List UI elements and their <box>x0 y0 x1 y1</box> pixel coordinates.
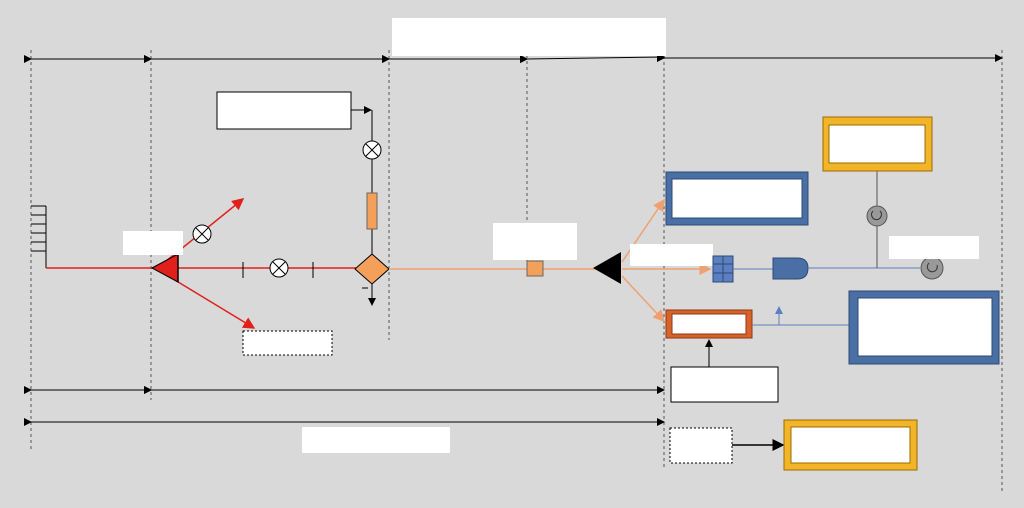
valve-icon-vertical <box>362 140 382 160</box>
branch-label-box <box>630 244 713 266</box>
resistor-icon <box>366 192 378 230</box>
meter-label-box <box>493 223 577 260</box>
vent-icon-right <box>920 256 944 280</box>
source-label-box <box>216 91 352 130</box>
red-splitter-icon <box>150 253 179 283</box>
bottom-label-box <box>302 427 450 453</box>
valve-icon-branch <box>192 224 212 244</box>
orange-box-inner <box>671 313 747 335</box>
splitter-label-box <box>123 231 183 255</box>
splitter-icon <box>593 252 621 284</box>
orange-branch-down <box>621 275 666 323</box>
orange-branch-up <box>621 198 665 263</box>
lower-label-box <box>670 366 779 403</box>
pump-icon <box>772 257 809 280</box>
dimension-arrow-4 <box>519 53 665 64</box>
vent-label-box <box>889 236 979 259</box>
yellow-box-bottom-inner <box>790 426 911 464</box>
yellow-box-top-inner <box>828 124 926 164</box>
top-dimension-arrows <box>24 53 1003 64</box>
blue-box-top-inner <box>671 178 803 219</box>
dashed-output-box <box>669 427 733 464</box>
bottom-dimension-arrows <box>24 386 665 426</box>
junction-icon <box>354 253 390 285</box>
blue-box-right-inner <box>857 297 993 357</box>
valve-icon-main <box>242 258 314 278</box>
orange-flow-lines <box>389 198 712 323</box>
red-flow-lines <box>46 198 356 329</box>
manifold-icon <box>31 205 47 268</box>
storage-icon <box>712 255 734 283</box>
vertical-branch <box>216 91 382 306</box>
top-label-box <box>392 18 666 56</box>
red-branch-down <box>164 273 256 329</box>
dashed-label-box <box>242 330 333 356</box>
meter-icon <box>526 260 544 277</box>
vent-icon <box>866 170 888 268</box>
